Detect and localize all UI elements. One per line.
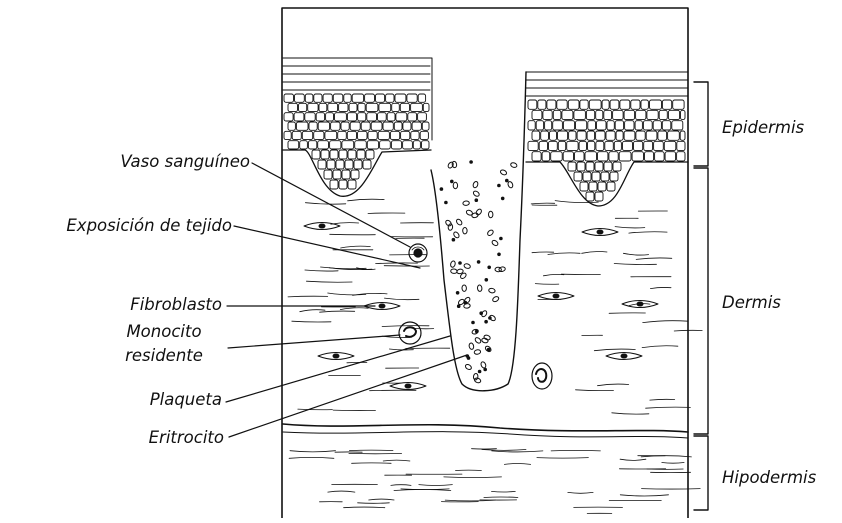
erythrocyte bbox=[491, 239, 499, 246]
erythrocyte bbox=[488, 211, 493, 217]
epidermis-cells-left bbox=[284, 94, 429, 189]
wound-blood-cells bbox=[440, 160, 518, 383]
platelet bbox=[457, 304, 461, 308]
hypodermis-fibers bbox=[289, 449, 700, 514]
erythrocyte bbox=[495, 267, 502, 272]
platelet bbox=[497, 253, 501, 257]
erythrocyte bbox=[453, 231, 460, 239]
erythrocyte bbox=[477, 285, 482, 292]
erythrocyte bbox=[473, 373, 478, 380]
label-plaqueta: Plaqueta bbox=[150, 390, 222, 410]
epidermis-bracket bbox=[694, 82, 708, 166]
hypodermis-bracket bbox=[694, 436, 708, 510]
platelet bbox=[478, 370, 482, 374]
platelet bbox=[505, 179, 509, 183]
fibroblast-cell bbox=[622, 301, 658, 308]
epidermis-cells-right bbox=[528, 100, 685, 201]
erythrocyte bbox=[463, 201, 470, 206]
erythrocyte bbox=[451, 269, 458, 274]
erythrocyte bbox=[483, 334, 490, 340]
label-dermis: Dermis bbox=[722, 293, 781, 313]
fibroblast-cell bbox=[318, 353, 354, 360]
platelet bbox=[471, 321, 475, 325]
erythrocyte bbox=[474, 349, 481, 355]
erythrocyte bbox=[487, 229, 495, 237]
platelet bbox=[452, 238, 456, 242]
fibroblast-cell bbox=[390, 383, 426, 390]
label-fibroblasto: Fibroblasto bbox=[130, 295, 222, 315]
platelet bbox=[485, 278, 489, 282]
dermis-fibers bbox=[288, 199, 702, 414]
platelet bbox=[487, 348, 491, 352]
platelet bbox=[501, 197, 505, 201]
erythrocyte bbox=[462, 285, 467, 292]
erythrocyte bbox=[453, 182, 457, 188]
platelet bbox=[477, 260, 481, 264]
erythrocyte bbox=[463, 227, 468, 234]
erythrocyte bbox=[472, 190, 480, 197]
platelet bbox=[488, 316, 492, 320]
platelet bbox=[479, 311, 483, 315]
erythrocyte bbox=[510, 162, 517, 168]
erythrocyte bbox=[450, 260, 456, 267]
fibroblast-cell bbox=[606, 353, 642, 360]
erythrocyte bbox=[448, 224, 453, 231]
erythrocyte bbox=[455, 218, 463, 226]
label-epidermis: Epidermis bbox=[722, 118, 804, 138]
leader-lines bbox=[226, 163, 467, 437]
platelet bbox=[469, 160, 473, 164]
erythrocyte bbox=[474, 337, 482, 345]
erythrocyte bbox=[488, 288, 495, 294]
erythrocyte bbox=[492, 296, 500, 303]
label-monocito: Monocito bbox=[108, 322, 220, 342]
erythrocyte bbox=[500, 169, 508, 176]
fibroblast-cell bbox=[582, 229, 618, 236]
stratum-corneum-right bbox=[526, 72, 688, 96]
platelet bbox=[458, 261, 462, 265]
hypodermis-boundary bbox=[283, 424, 688, 432]
platelet bbox=[487, 266, 491, 270]
platelet bbox=[444, 201, 448, 205]
erythrocyte bbox=[480, 361, 487, 369]
erythrocyte bbox=[469, 343, 475, 350]
label-eritrocito: Eritrocito bbox=[149, 428, 224, 448]
layer-brackets bbox=[694, 82, 708, 510]
erythrocyte bbox=[507, 181, 513, 189]
erythrocyte bbox=[465, 363, 473, 370]
erythrocyte bbox=[472, 181, 478, 189]
blood-vessel-cell bbox=[409, 244, 427, 262]
platelet bbox=[456, 291, 460, 295]
label-exposicion-de-tejido: Exposición de tejido bbox=[66, 216, 232, 236]
platelet bbox=[497, 184, 501, 188]
platelet bbox=[499, 237, 503, 241]
label-vaso-sanguineo: Vaso sanguíneo bbox=[120, 152, 250, 172]
platelet bbox=[440, 187, 444, 191]
frame-outline bbox=[282, 8, 688, 518]
erythrocyte bbox=[475, 208, 482, 216]
platelet bbox=[475, 198, 479, 202]
dermis-bracket bbox=[694, 168, 708, 434]
fibroblast-cell bbox=[538, 293, 574, 300]
platelet bbox=[484, 320, 488, 324]
monocyte-cell-right bbox=[532, 363, 552, 389]
label-residente: residente bbox=[108, 346, 220, 366]
label-hipodermis: Hipodermis bbox=[722, 468, 816, 488]
erythrocyte bbox=[463, 263, 470, 269]
platelet bbox=[450, 180, 454, 184]
erythrocyte bbox=[463, 303, 470, 308]
